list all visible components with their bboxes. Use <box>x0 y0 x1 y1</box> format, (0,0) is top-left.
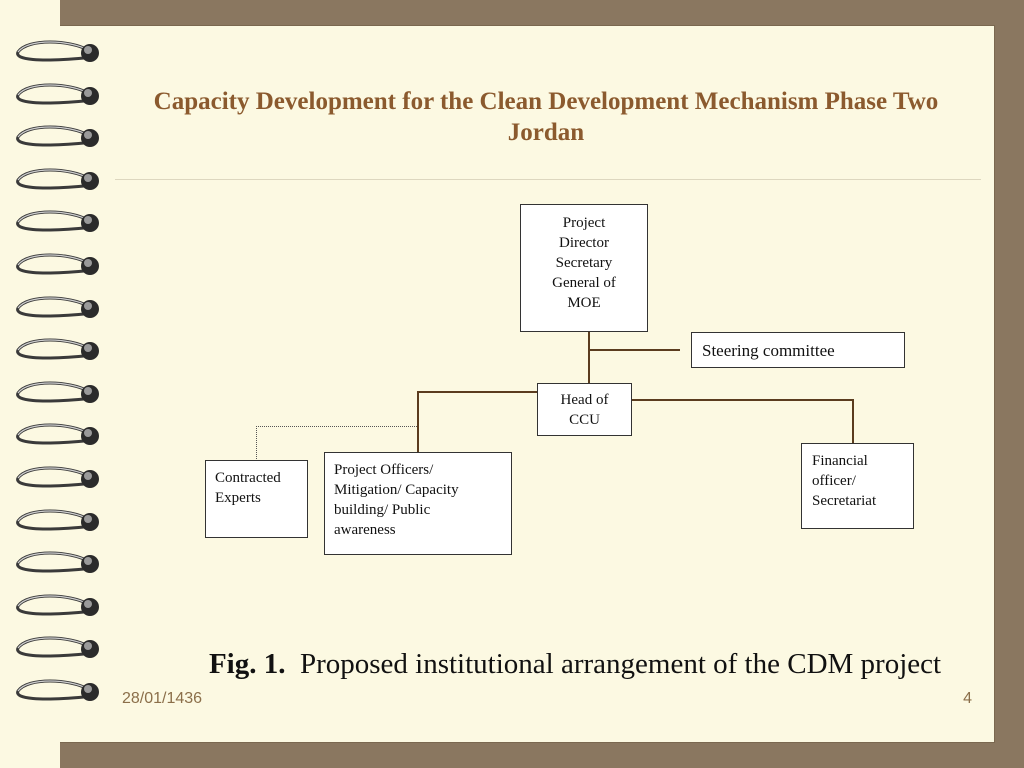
binder-ring-icon <box>16 594 99 616</box>
binder-ring-icon <box>16 679 99 701</box>
binder-ring-icon <box>16 253 99 275</box>
binder-ring-icon <box>16 466 99 488</box>
binder-ring-icon <box>16 40 99 62</box>
binder-ring-icon <box>16 211 99 233</box>
node-line: Secretariat <box>812 493 877 509</box>
node-line: officer/ <box>812 473 856 489</box>
figure-caption: Fig. 1. Proposed institutional arrangeme… <box>200 645 950 683</box>
title-divider <box>115 179 981 180</box>
binder-ring-icon <box>16 381 99 403</box>
node-line: Secretary <box>555 255 613 271</box>
binder-ring-icon <box>16 338 99 361</box>
connector-ccu-to-financial-h <box>630 399 854 401</box>
node-line: Financial <box>812 453 868 469</box>
node-project-director: Project Director Secretary General of MO… <box>520 204 648 332</box>
connector-to-steering-committee <box>588 349 680 351</box>
figure-label: Fig. 1. <box>208 648 286 680</box>
node-line: MOE <box>567 295 601 311</box>
binder-ring-icon <box>16 168 99 190</box>
binder-ring-icon <box>16 83 99 105</box>
dotted-connector-experts-h <box>256 426 417 427</box>
binder-ring-icon <box>16 509 99 531</box>
node-line: Mitigation/ Capacity <box>334 482 459 498</box>
slide-title: Capacity Development for the Clean Devel… <box>153 88 939 146</box>
node-line: awareness <box>334 522 396 538</box>
node-financial-officer: Financial officer/ Secretariat <box>801 443 914 529</box>
node-head-of-ccu: Head of CCU <box>537 383 632 436</box>
slide-page <box>60 26 994 742</box>
node-line: building/ Public <box>334 502 431 518</box>
figure-caption-text: Proposed institutional arrangement of th… <box>299 648 942 680</box>
connector-director-to-ccu <box>588 331 590 385</box>
binder-ring-icon <box>16 125 99 148</box>
node-line: CCU <box>569 412 600 428</box>
footer-date: 28/01/1436 <box>122 690 203 707</box>
dotted-connector-experts-v <box>256 426 257 461</box>
node-contracted-experts: Contracted Experts <box>205 460 308 538</box>
node-line: Contracted <box>215 470 281 486</box>
connector-ccu-to-officers-h <box>417 391 538 393</box>
node-line: Project Officers/ <box>334 462 434 478</box>
connector-ccu-to-officers-v <box>417 391 419 453</box>
node-line: General of <box>552 275 616 291</box>
node-line: Experts <box>215 490 261 506</box>
node-line: Project <box>562 215 606 231</box>
binder-ring-icon <box>16 296 99 318</box>
binder-ring-icon <box>16 424 99 446</box>
node-project-officers: Project Officers/ Mitigation/ Capacity b… <box>324 452 512 555</box>
slide-number: 4 <box>963 690 972 707</box>
node-line: Head of <box>560 392 609 408</box>
binder-ring-icon <box>16 637 99 659</box>
connector-ccu-to-financial-v <box>852 399 854 443</box>
node-line: Director <box>559 235 609 251</box>
binder-ring-icon <box>16 551 99 574</box>
node-line: Steering committee <box>702 341 835 360</box>
node-steering-committee: Steering committee <box>691 332 905 368</box>
